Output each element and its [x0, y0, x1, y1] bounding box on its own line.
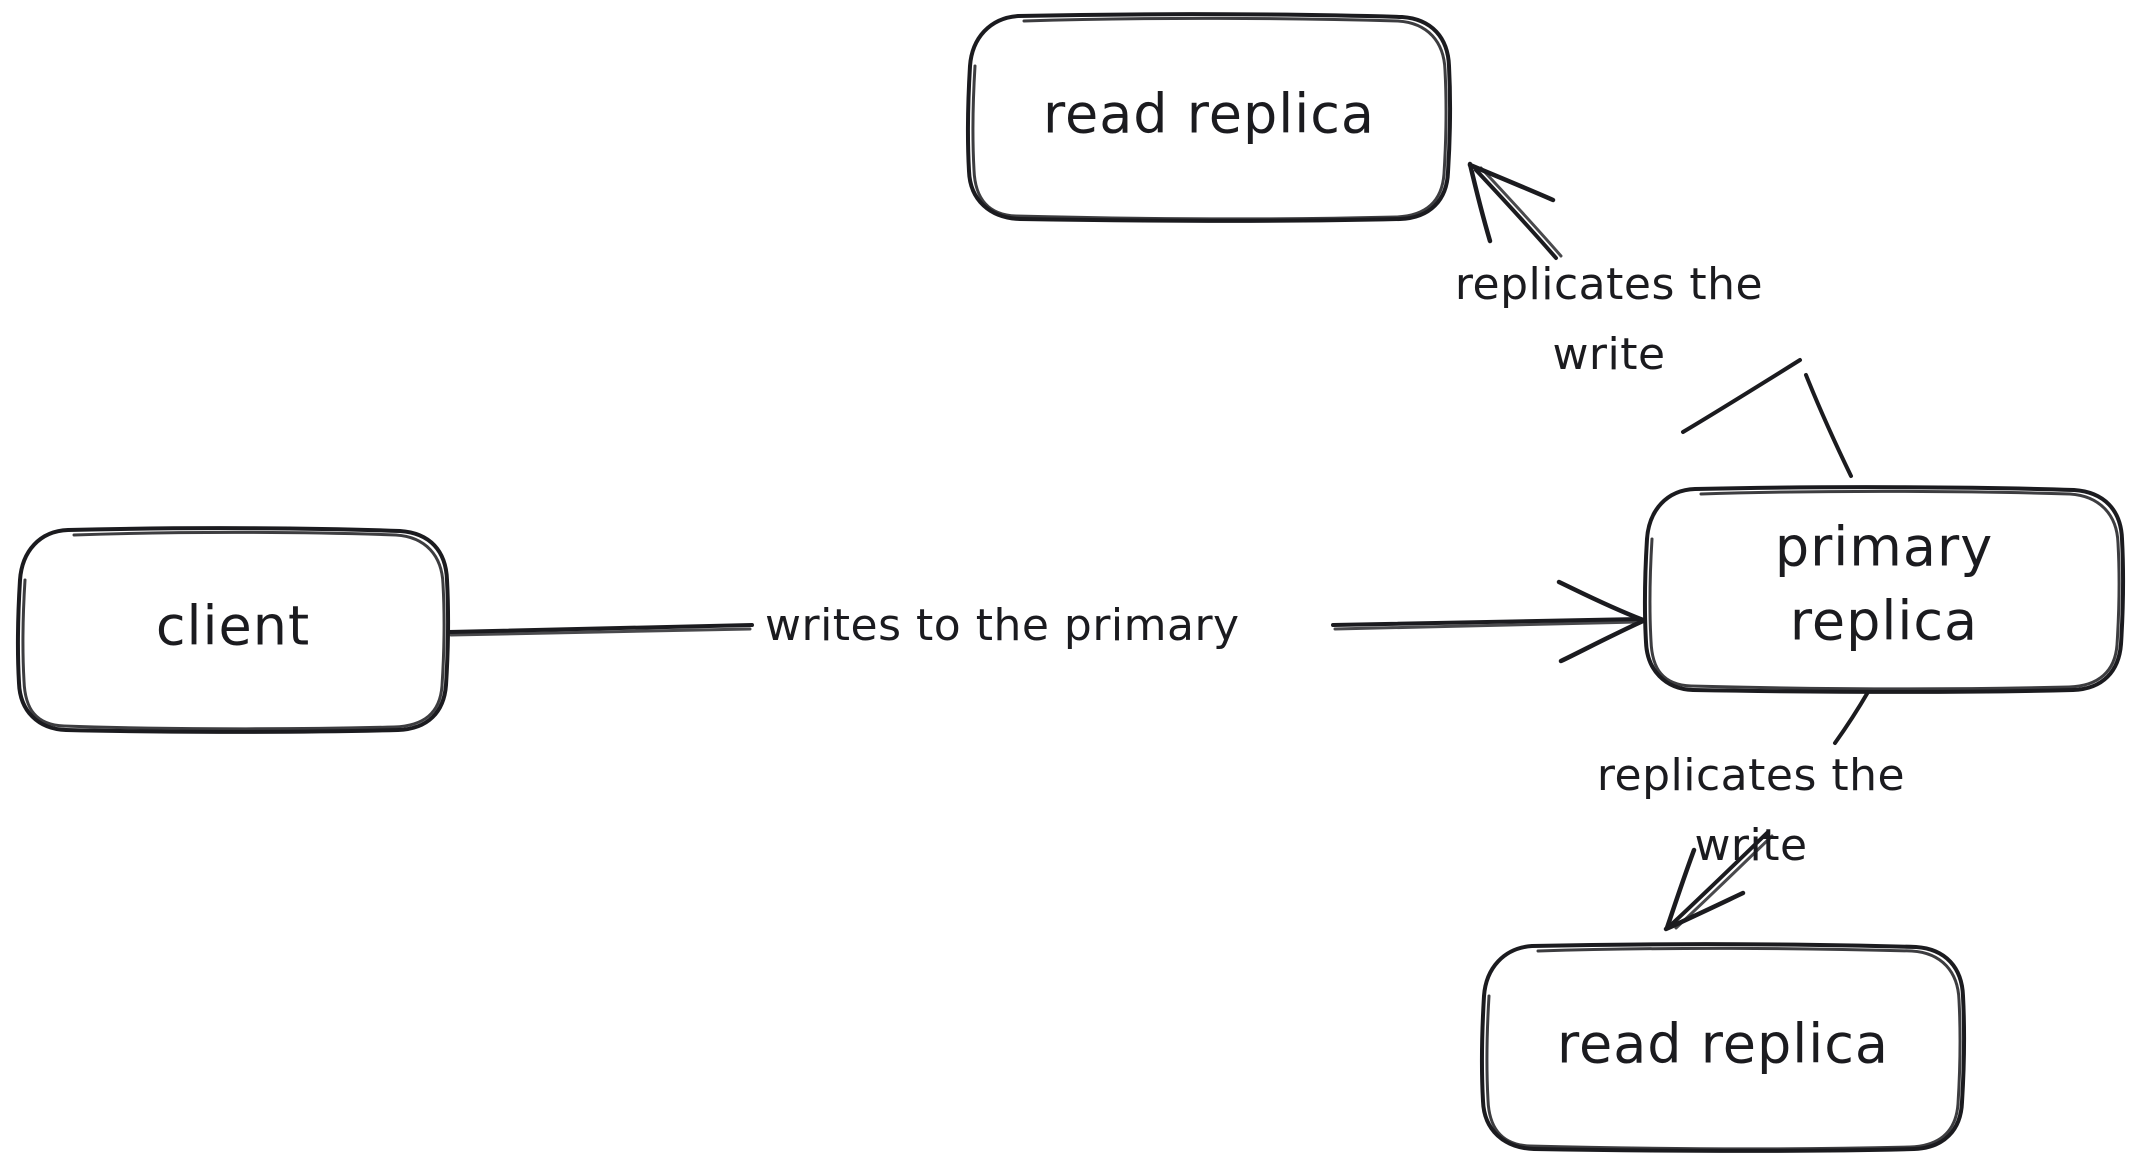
- node-outline: [15, 526, 451, 734]
- node-outline-sketch-overlay: [1648, 489, 2121, 691]
- edge-client-to-primary[interactable]: writes to the primary: [447, 579, 1646, 664]
- edge-label-writes-to-the-primary: writes to the primary: [765, 600, 1240, 651]
- edge-line-client-primary-segment-a: [447, 623, 754, 634]
- edge-line-primary-bottomreplica-segment-a: [1833, 690, 1870, 745]
- node-read-replica-bottom[interactable]: read replica: [1479, 942, 1967, 1153]
- edge-label-replicates-the-write-top-line1: replicates the: [1455, 259, 1763, 310]
- node-label-primary-replica-line1: primary: [1775, 516, 1993, 579]
- edge-label-replicates-the-write-bottom-line2: write: [1694, 820, 1807, 871]
- edge-line-primary-bottomreplica-segment-b: [1670, 830, 1770, 926]
- edge-line-primary-topreplica-segment-b: [1474, 168, 1558, 260]
- node-read-replica-top[interactable]: read replica: [965, 12, 1453, 223]
- edge-line-primary-topreplica-segment-c: [1804, 373, 1853, 478]
- edge-label-replicates-the-write-top-line2: write: [1552, 329, 1665, 380]
- arrowhead-icon: [1663, 847, 1746, 932]
- node-outline-sketch-overlay: [1485, 946, 1962, 1151]
- node-client[interactable]: client: [15, 526, 451, 734]
- edge-line-primary-topreplica-segment-b-shadow: [1479, 166, 1563, 258]
- edge-line-client-primary-segment-b: [1331, 617, 1642, 627]
- edge-primary-to-read-replica-bottom[interactable]: replicates the write: [1597, 690, 1905, 932]
- arrowhead-icon: [1467, 161, 1556, 244]
- node-outline-sketch-overlay: [21, 530, 446, 731]
- arrowhead-icon: [1556, 579, 1646, 664]
- edge-line-client-primary-segment-b-shadow: [1333, 620, 1640, 631]
- edge-line-client-primary-segment-a-shadow: [449, 627, 752, 637]
- node-label-read-replica-bottom: read replica: [1557, 1013, 1889, 1076]
- node-label-read-replica-top: read replica: [1043, 83, 1375, 146]
- node-outline-sketch-overlay: [971, 16, 1448, 221]
- node-label-client: client: [156, 595, 310, 658]
- edge-primary-to-read-replica-top[interactable]: replicates the write: [1455, 161, 1853, 478]
- edge-line-primary-topreplica-segment-a: [1681, 358, 1802, 434]
- node-outline: [965, 12, 1453, 223]
- node-outline: [1642, 485, 2126, 694]
- edge-label-replicates-the-write-bottom-line1: replicates the: [1597, 750, 1905, 801]
- node-label-primary-replica-line2: replica: [1790, 590, 1978, 653]
- node-outline: [1479, 942, 1967, 1153]
- node-primary-replica[interactable]: primary replica: [1642, 485, 2126, 694]
